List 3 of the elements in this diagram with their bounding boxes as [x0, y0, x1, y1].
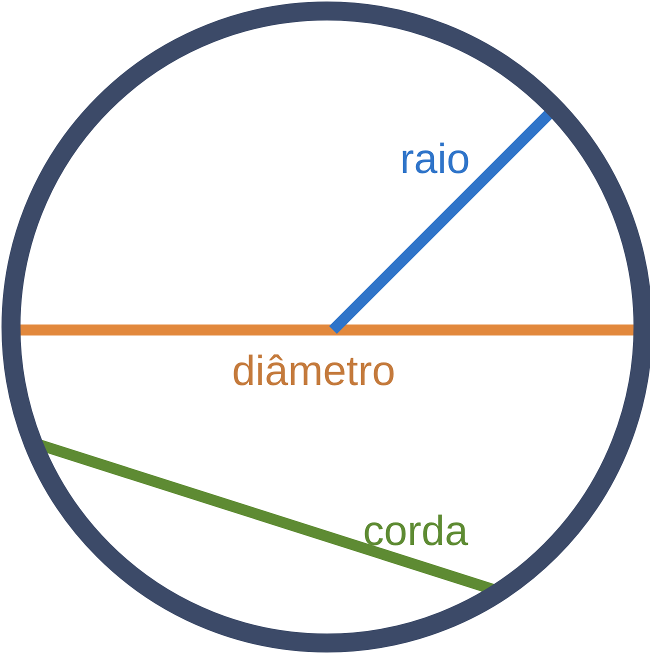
chord-label: corda — [363, 510, 468, 552]
radius-label: raio — [400, 138, 470, 180]
diameter-label: diâmetro — [232, 350, 396, 392]
